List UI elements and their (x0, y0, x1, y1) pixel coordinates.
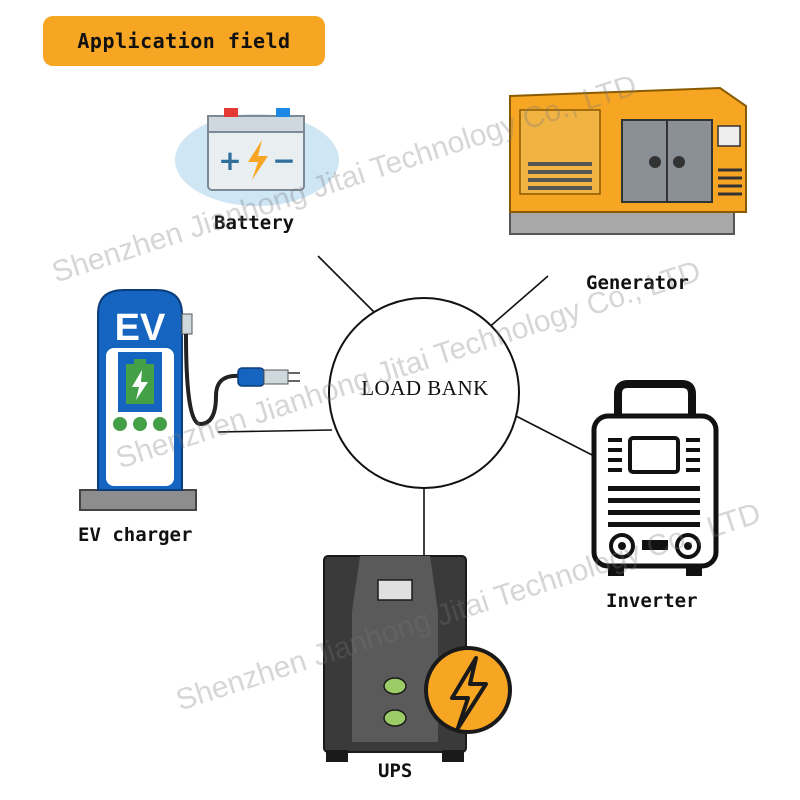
application-field-title: Application field (43, 16, 325, 66)
ev-charger-icon: EV (79, 289, 300, 511)
load-bank-circle (328, 297, 520, 489)
inverter-label: Inverter (606, 590, 698, 612)
load-bank-label: LOAD BANK (361, 376, 489, 400)
connector-ev-charger (217, 429, 333, 433)
ev-charger-label: EV charger (78, 524, 193, 546)
battery-icon: + − (175, 108, 339, 206)
inverter-icon (591, 380, 719, 576)
connector-generator (485, 275, 549, 331)
connector-battery (317, 255, 381, 319)
generator-label: Generator (586, 272, 689, 294)
ups-label: UPS (378, 760, 413, 782)
battery-label: Battery (214, 212, 295, 234)
generator-icon (509, 86, 747, 235)
ev-icon-text: EV (115, 307, 166, 349)
battery-minus-sign: − (272, 144, 295, 177)
ups-icon (323, 555, 512, 762)
battery-plus-sign: + (218, 144, 241, 177)
connector-inverter (515, 415, 595, 457)
